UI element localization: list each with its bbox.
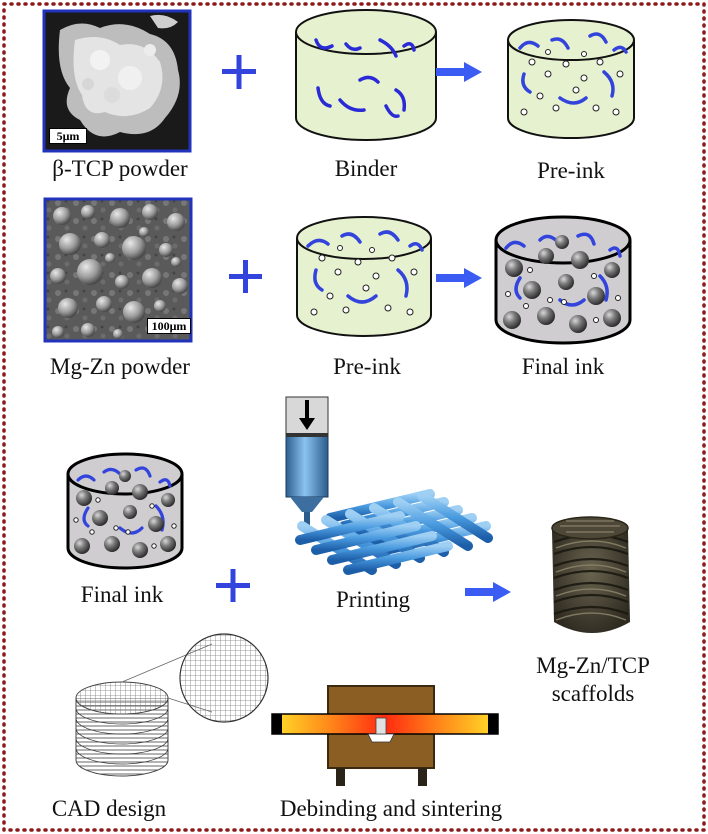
- arrow-icon: [436, 62, 482, 82]
- scaffolds-label: Mg-Zn/TCP scaffolds: [528, 652, 658, 708]
- printing-label: Printing: [335, 587, 411, 612]
- furnace-illustration: [271, 685, 499, 786]
- final-ink-label: Final ink: [80, 582, 164, 607]
- pre-ink-label: Pre-ink: [537, 158, 605, 183]
- scaffold-photo: [551, 516, 630, 633]
- cad-design-label: CAD design: [51, 796, 167, 821]
- final-ink-cylinder: [494, 215, 632, 345]
- arrow-icon: [436, 268, 482, 288]
- mgzn-scale-bar: 100μm: [147, 318, 191, 334]
- tcp-sem-image: [42, 9, 192, 153]
- plus-icon: [222, 55, 256, 89]
- printing-illustration: [285, 396, 493, 575]
- pre-ink-cylinder: [296, 216, 432, 337]
- plus-icon: [229, 260, 262, 293]
- tcp-scale-bar: 5μm: [49, 128, 87, 144]
- binder-cylinder: [295, 9, 437, 141]
- scaffolds-label-line2: scaffolds: [551, 681, 635, 706]
- cad-design-illustration: [75, 633, 269, 777]
- pre-ink-label: Pre-ink: [333, 354, 401, 379]
- binder-label: Binder: [334, 156, 398, 181]
- pre-ink-cylinder: [507, 19, 635, 139]
- mgzn-powder-label: Mg-Zn powder: [50, 354, 190, 379]
- tcp-powder-label: β-TCP powder: [52, 156, 188, 181]
- plus-icon: [216, 569, 250, 602]
- scaffolds-label-line1: Mg-Zn/TCP: [536, 653, 650, 678]
- mgzn-sem-image: [43, 197, 193, 343]
- debinding-label: Debinding and sintering: [279, 796, 503, 821]
- final-ink-cylinder: [66, 452, 184, 570]
- final-ink-label: Final ink: [521, 354, 605, 379]
- arrow-icon: [465, 582, 511, 602]
